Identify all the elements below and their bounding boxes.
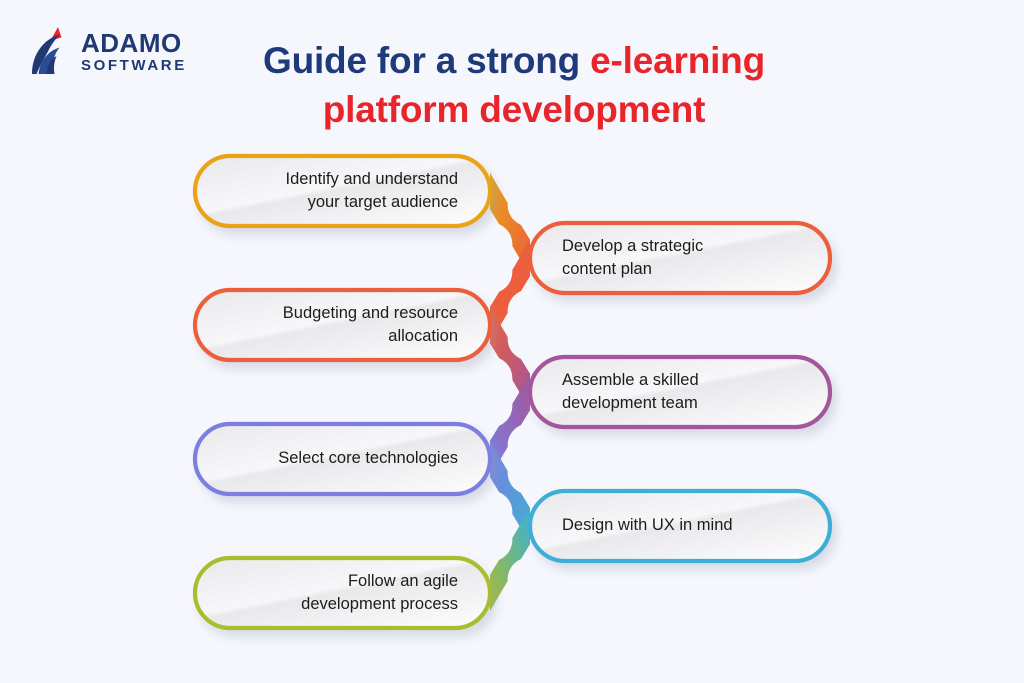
process-step-6[interactable] xyxy=(527,488,833,564)
connector-notch xyxy=(507,183,551,227)
connector-2-to-3 xyxy=(490,239,530,344)
pill-group xyxy=(192,153,833,631)
connector-3-to-4 xyxy=(490,306,530,411)
connector-notch xyxy=(507,317,551,361)
step-pill-shape xyxy=(527,220,833,296)
connector-notch xyxy=(469,250,513,294)
step-pill-shape xyxy=(527,354,833,430)
process-step-1[interactable] xyxy=(192,153,493,229)
connector-notch xyxy=(507,557,551,601)
process-step-5[interactable] xyxy=(192,421,493,497)
page-title: Guide for a strong e-learning platform d… xyxy=(228,36,800,134)
connector-notch xyxy=(507,451,551,495)
process-step-4[interactable] xyxy=(527,354,833,430)
title-segment-navy: Guide for a strong xyxy=(263,40,591,81)
adamo-swoosh-logo-icon xyxy=(32,27,62,74)
step-pill-shape xyxy=(192,421,493,497)
brand-logo[interactable]: ADAMO SOFTWARE xyxy=(26,24,216,76)
brand-name-primary: ADAMO xyxy=(81,27,182,58)
process-flow: Identify and understand your target audi… xyxy=(0,140,1024,683)
process-step-2[interactable] xyxy=(527,220,833,296)
brand-wordmark: ADAMO SOFTWARE xyxy=(81,28,187,73)
process-step-3[interactable] xyxy=(192,287,493,363)
step-pill-shape xyxy=(192,287,493,363)
connector-1-to-2 xyxy=(490,172,530,277)
connector-notch xyxy=(469,518,513,562)
connector-5-to-6 xyxy=(490,440,530,545)
connector-6-to-7 xyxy=(490,507,530,612)
step-pill-shape xyxy=(192,153,493,229)
connector-notch xyxy=(469,384,513,428)
connector-4-to-5 xyxy=(490,373,530,478)
page-title-line-2: platform development xyxy=(322,89,706,131)
connector-group xyxy=(469,172,551,612)
step-pill-shape xyxy=(527,488,833,564)
process-flow-graphic xyxy=(192,153,833,631)
step-pill-shape xyxy=(192,555,493,631)
brand-name-secondary: SOFTWARE xyxy=(81,56,187,74)
process-step-7[interactable] xyxy=(192,555,493,631)
header: ADAMO SOFTWARE Guide for a strong e-lear… xyxy=(0,0,1024,140)
title-segment-red: e-learning xyxy=(590,40,765,81)
page-title-line-1: Guide for a strong e-learning xyxy=(228,36,800,85)
